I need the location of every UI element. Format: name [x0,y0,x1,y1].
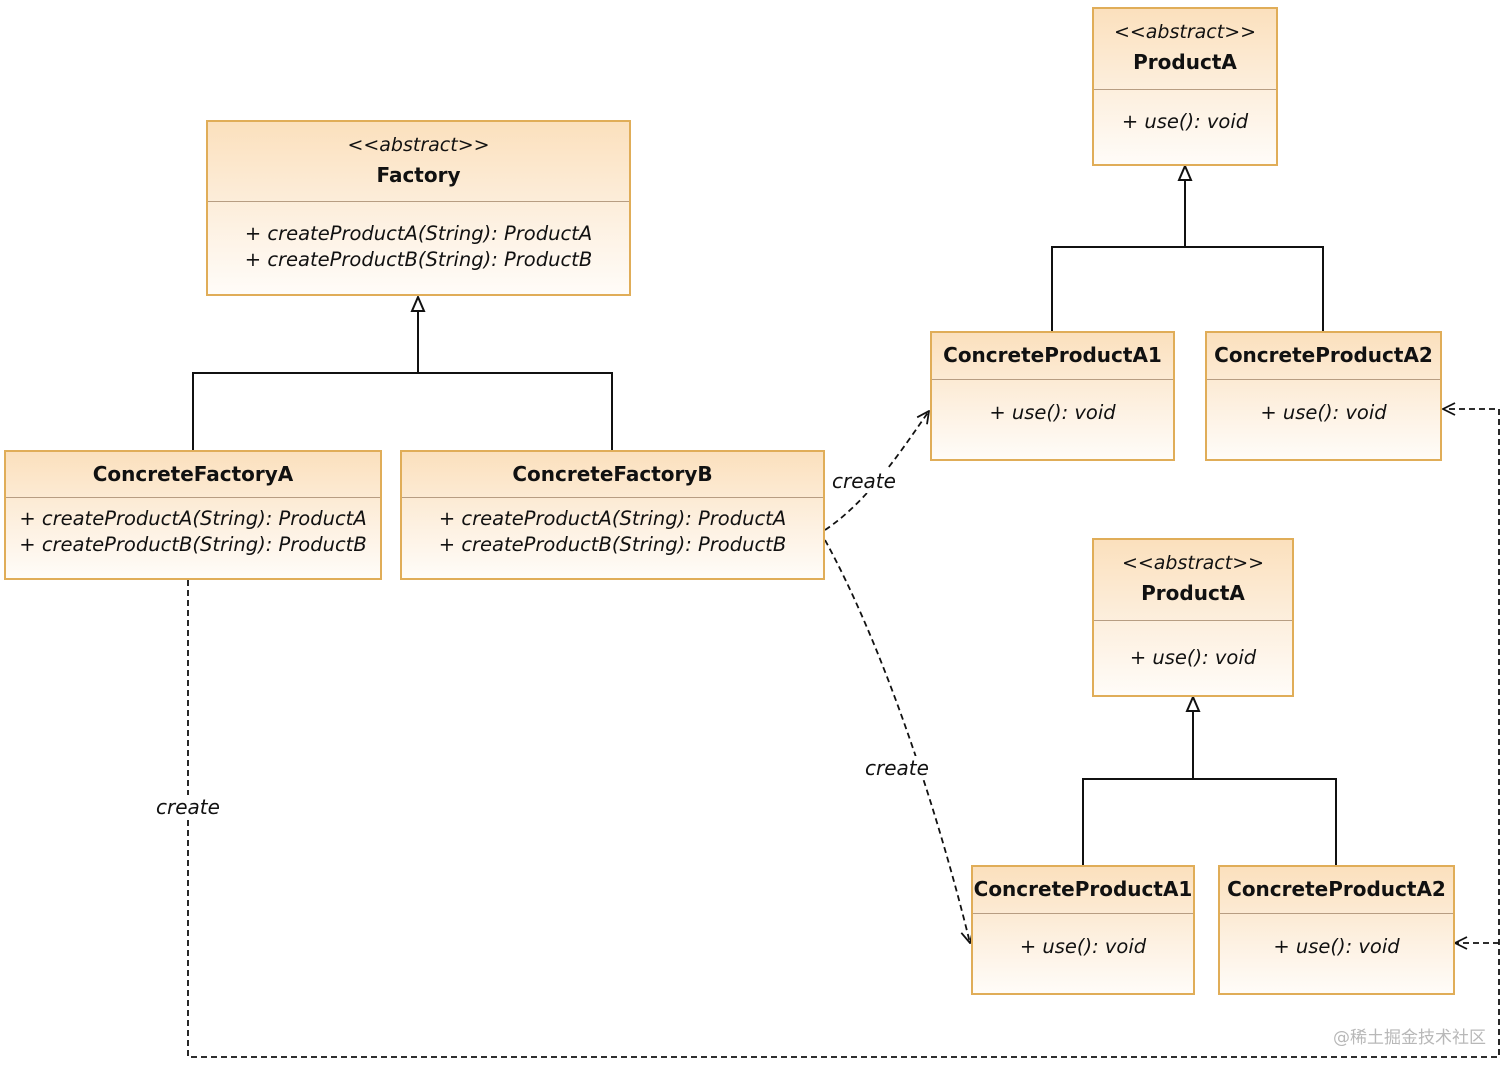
product-a-abstract-class-2[interactable]: <<abstract>> ProductA + use(): void [1092,538,1294,697]
factory-class[interactable]: <<abstract>> Factory + createProductA(St… [206,120,631,296]
create-edge-b-to-a1-bottom [824,539,970,943]
product-a-abstract-class-1[interactable]: <<abstract>> ProductA + use(): void [1092,7,1278,166]
product-a-name: ProductA [1141,581,1245,605]
watermark-text: @稀土掘金技术社区 [1333,1028,1486,1048]
factory-stereotype: <<abstract>> [347,134,490,156]
product-a-stereotype: <<abstract>> [1113,21,1257,43]
concrete-product-a2-name: ConcreteProductA2 [1214,343,1433,367]
concrete-factory-a-name: ConcreteFactoryA [92,462,294,486]
factory-name: Factory [376,163,461,187]
divider [1094,89,1276,90]
inheritance-product-group-2 [1082,694,1337,865]
factory-method-b: + createProductB(String): ProductB [244,248,593,271]
factory-method-a: + createProductA(String): ProductA [244,222,593,245]
concrete-product-a1-method: + use(): void [989,401,1116,424]
product-a-stereotype: <<abstract>> [1121,552,1265,574]
inheritance-product-group-1 [1051,163,1324,331]
product-a-method: + use(): void [1121,110,1249,133]
divider [973,913,1193,914]
concrete-factory-b-method-a: + createProductA(String): ProductA [438,507,787,530]
concrete-factory-b-name: ConcreteFactoryB [512,462,713,486]
edge-label-create: create [830,469,898,493]
divider [208,201,629,202]
concrete-factory-a-method-a: + createProductA(String): ProductA [19,507,367,530]
concrete-product-a2-class-2[interactable]: ConcreteProductA2 + use(): void [1218,865,1455,995]
divider [1094,620,1292,621]
divider [1207,379,1440,380]
divider [1220,913,1453,914]
inheritance-factory [192,294,613,450]
product-a-name: ProductA [1133,50,1237,74]
divider [6,497,380,498]
product-a-method: + use(): void [1129,646,1257,669]
edge-label-create: create [154,795,222,819]
create-edge-a-loop-to-a2-top [187,409,1500,1058]
concrete-product-a1-name: ConcreteProductA1 [973,877,1193,901]
divider [402,497,823,498]
concrete-product-a1-name: ConcreteProductA1 [943,343,1162,367]
concrete-product-a2-method: + use(): void [1273,935,1400,958]
concrete-factory-a-method-b: + createProductB(String): ProductB [19,533,367,556]
concrete-product-a2-name: ConcreteProductA2 [1227,877,1446,901]
concrete-product-a1-method: + use(): void [1019,935,1147,958]
concrete-product-a1-class-1[interactable]: ConcreteProductA1 + use(): void [930,331,1175,461]
concrete-factory-a-class[interactable]: ConcreteFactoryA + createProductA(String… [4,450,382,580]
concrete-factory-b-class[interactable]: ConcreteFactoryB + createProductA(String… [400,450,825,580]
concrete-product-a2-class-1[interactable]: ConcreteProductA2 + use(): void [1205,331,1442,461]
divider [932,379,1173,380]
concrete-product-a2-method: + use(): void [1260,401,1387,424]
edge-label-create: create [863,756,931,780]
concrete-factory-b-method-b: + createProductB(String): ProductB [438,533,787,556]
concrete-product-a1-class-2[interactable]: ConcreteProductA1 + use(): void [971,865,1195,995]
